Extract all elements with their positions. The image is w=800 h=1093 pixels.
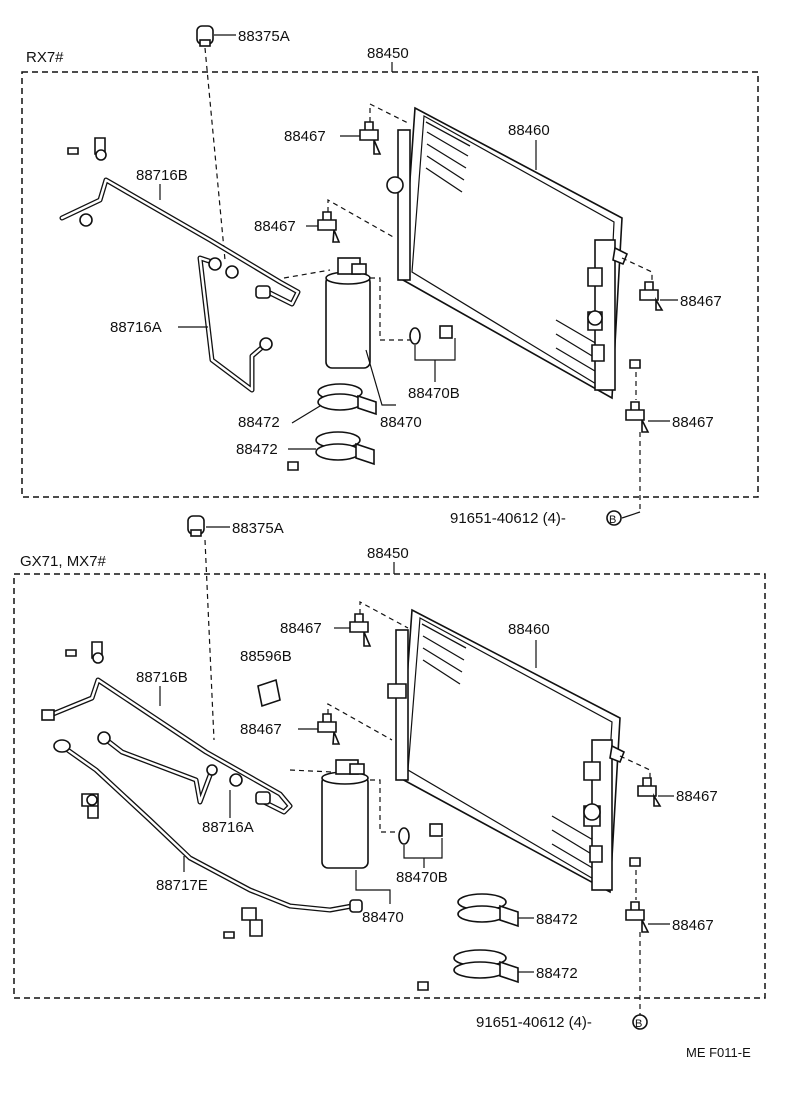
footer-code: ME F011-E: [686, 1045, 751, 1060]
receiver-bolts: [409, 325, 453, 345]
bracket-lower: [287, 431, 375, 471]
bracket-upper: [457, 893, 519, 928]
label-mount-right-upper: 88467: [680, 293, 722, 310]
label-condenser-assy: 88450: [367, 45, 409, 62]
label-mount-top: 88467: [280, 620, 322, 637]
mount-right-lower: [625, 901, 650, 933]
model-label: RX7#: [26, 49, 64, 66]
clamp-left: [81, 793, 99, 819]
mount-mid: [317, 211, 341, 243]
ref-mark-b: [632, 1014, 648, 1030]
discharge-hose: [41, 677, 293, 815]
label-bracket-upper: 88472: [536, 911, 578, 928]
mount-top: [359, 121, 382, 155]
label-mount-mid: 88467: [240, 721, 282, 738]
label-bracket-lower: 88472: [236, 441, 278, 458]
receiver-cap: [187, 515, 205, 537]
section-rx7: RX7# 88375A 88450 88460: [21, 25, 759, 527]
label-bracket-lower: 88472: [536, 965, 578, 982]
mount-top: [349, 613, 372, 647]
cap-dash-line: [204, 47, 226, 261]
mount-mid: [317, 713, 341, 745]
bracket-upper: [317, 383, 377, 416]
liquid-tube: [97, 731, 218, 805]
receiver-cap: [196, 25, 214, 47]
bolt-upper-left: [65, 641, 104, 664]
section-gx71-mx7: GX71, MX7# 88375A 88450 88460: [13, 515, 766, 1031]
label-condenser-assy: 88450: [367, 545, 409, 562]
ref-mark-b: [606, 510, 622, 526]
label-receiver: 88470: [380, 414, 422, 431]
mount-right-lower: [625, 401, 650, 433]
label-bracket-upper: 88472: [238, 414, 280, 431]
label-mount-right-lower: 88467: [672, 917, 714, 934]
label-receiver: 88470: [362, 909, 404, 926]
label-discharge-hose: 88716B: [136, 669, 188, 686]
receiver: [325, 257, 371, 369]
liquid-tube: [197, 255, 273, 393]
condenser-core: [386, 106, 629, 400]
label-liquid-tube: 88716A: [202, 819, 254, 836]
label-bolt-ref: 91651-40612 (4)-: [476, 1014, 592, 1031]
label-mount-mid: 88467: [254, 218, 296, 235]
label-condenser-core: 88460: [508, 122, 550, 139]
label-mount-top: 88467: [284, 128, 326, 145]
label-discharge-hose: 88716B: [136, 167, 188, 184]
label-bolt-ref: 91651-40612 (4)-: [450, 510, 566, 527]
mount-right-upper: [637, 777, 662, 807]
section-frame: [21, 71, 759, 498]
label-bolt-ref-mark: B: [635, 1018, 642, 1030]
label-liquid-tube: 88716A: [110, 319, 162, 336]
discharge-hose: [59, 177, 301, 307]
section-frame: [13, 573, 766, 999]
label-receiver-cap: 88375A: [238, 28, 290, 45]
cap-dash-line: [204, 539, 215, 741]
bolt-upper-left: [67, 137, 107, 161]
tube-e: [53, 739, 363, 913]
model-label: GX71, MX7#: [20, 553, 107, 570]
label-receiver-cap: 88375A: [232, 520, 284, 537]
seal: [257, 678, 281, 708]
label-mount-right-lower: 88467: [672, 414, 714, 431]
clamp-bottom: [223, 907, 263, 939]
label-receiver-bolts: 88470B: [396, 869, 448, 886]
condenser-core: [387, 608, 626, 894]
label-condenser-core: 88460: [508, 621, 550, 638]
label-seal: 88596B: [240, 648, 292, 665]
label-bolt-ref-mark: B: [609, 514, 616, 526]
label-mount-right-upper: 88467: [676, 788, 718, 805]
label-receiver-bolts: 88470B: [408, 385, 460, 402]
label-tube-e: 88717E: [156, 877, 208, 894]
receiver: [321, 759, 369, 869]
bracket-lower: [417, 949, 519, 991]
receiver-bolts: [398, 823, 443, 845]
mount-right-upper: [639, 281, 664, 311]
